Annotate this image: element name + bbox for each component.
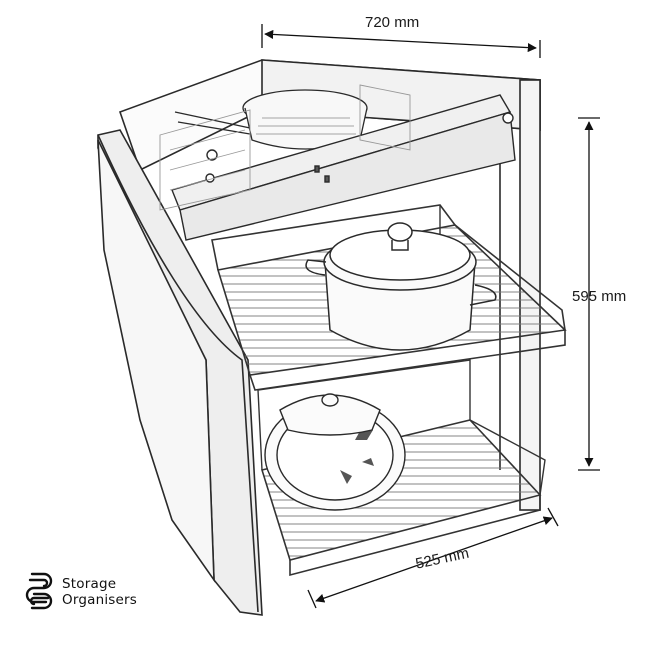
dimension-lines — [261, 24, 600, 609]
stacked-loop-logo-icon — [25, 572, 53, 610]
cabinet-carcass — [97, 59, 541, 616]
stock-pot — [305, 222, 497, 351]
width-dimension-label: 720 mm — [365, 14, 420, 31]
brand-logo: Storage Organisers — [24, 570, 164, 614]
brand-name: Storage Organisers — [62, 576, 137, 608]
brand-line-1: Storage — [62, 576, 117, 592]
colander-pot — [174, 89, 368, 150]
plate-and-bowl — [264, 393, 406, 511]
brand-line-2: Organisers — [62, 592, 138, 608]
height-dimension-label: 595 mm — [572, 288, 627, 305]
top-shelf — [159, 84, 516, 241]
